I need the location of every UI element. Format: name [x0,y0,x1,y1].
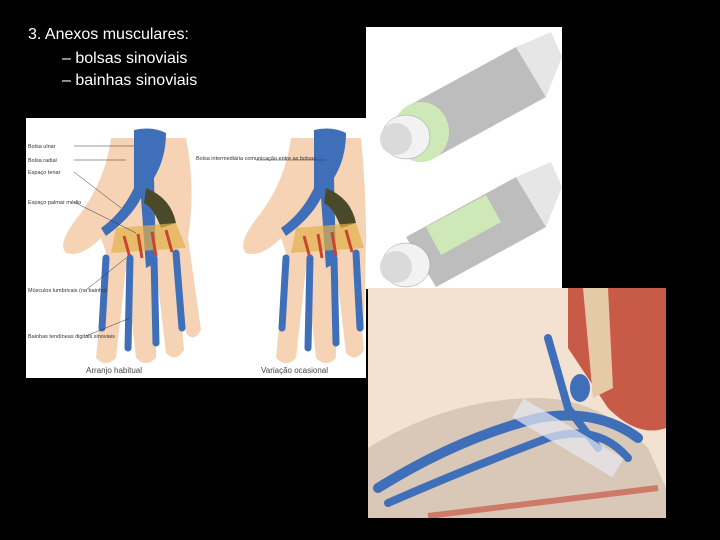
caption-left: Arranjo habitual [86,366,142,375]
synovial-sheath-diagram [366,27,562,289]
caption-right: Variação ocasional [261,366,328,375]
left-hand [63,128,202,363]
hands-illustration: Bolsa ulnar Bolsa radial Espaço tenar Es… [26,118,366,378]
label-bolsa-intermediaria: Bolsa intermediária comunicação entre as… [196,156,316,162]
label-espaco-tenar: Espaço tenar [28,170,61,176]
slide-title: 3. Anexos musculares: [28,26,189,43]
label-bainhas-digitais: Bainhas tendíneas digitais sinoviais [28,334,115,340]
foot-svg [368,288,666,518]
label-lumbricais: Músculos lumbricais (na bainha) [28,288,107,294]
bullet-bainhas: – bainhas sinoviais [62,72,198,89]
hands-svg: Bolsa ulnar Bolsa radial Espaço tenar Es… [28,128,366,375]
cylinders-svg [380,32,562,288]
bullet-bolsas: – bolsas sinoviais [62,50,188,67]
sheath-cylinder [380,162,562,288]
label-bolsa-ulnar: Bolsa ulnar [28,144,56,150]
slide-text: 3. Anexos musculares: – bolsas sinoviais… [0,0,360,100]
bursa-cylinder [380,32,562,162]
label-espaco-palmar: Espaço palmar médio [28,200,81,206]
right-hand [243,128,366,363]
label-bolsa-radial: Bolsa radial [28,158,57,164]
foot-illustration [368,288,666,518]
